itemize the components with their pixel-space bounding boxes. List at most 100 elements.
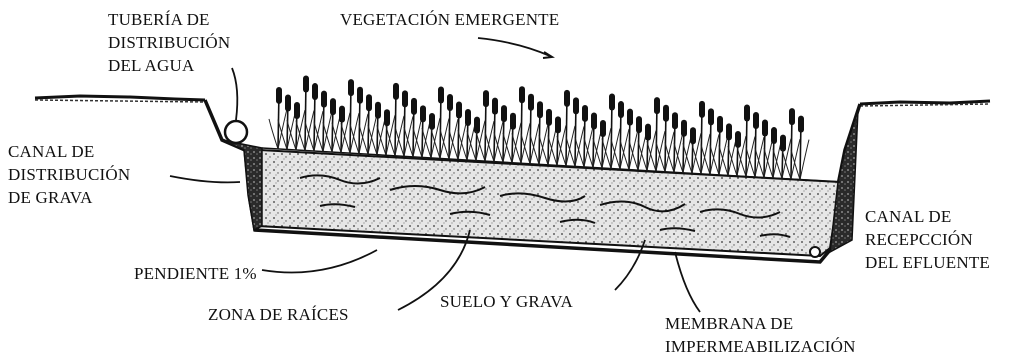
cattail-head — [546, 109, 552, 126]
slope-leader — [262, 250, 377, 273]
plant-leaf — [269, 119, 278, 149]
emergent-vegetation-label: VEGETACIÓN EMERGENTE — [340, 8, 559, 31]
cattail-head — [285, 94, 291, 111]
plant-leaf — [440, 118, 449, 158]
cattail-head — [537, 101, 543, 118]
cattail-head — [492, 98, 498, 115]
effluent-label-line-1: CANAL DE — [865, 205, 990, 228]
cattail-head — [555, 116, 561, 133]
cattail-head — [744, 104, 750, 121]
soil-gravel-label: SUELO Y GRAVA — [440, 290, 573, 313]
plant-leaf — [746, 136, 755, 176]
cattail-head — [294, 102, 300, 119]
cattail-head — [438, 86, 444, 103]
effluent-channel-label: CANAL DE RECEPCCIÓN DEL EFLUENTE — [865, 205, 990, 274]
cattail-head — [528, 94, 534, 111]
plant-leaf — [350, 113, 359, 153]
cattail-head — [762, 120, 768, 137]
ground-surface — [35, 96, 990, 106]
cattail-head — [465, 109, 471, 126]
arrowhead-icon — [543, 52, 552, 58]
cattail-head — [753, 112, 759, 129]
cattail-head — [726, 123, 732, 140]
cattail-head — [483, 90, 489, 107]
cattail-head — [420, 105, 426, 122]
cattail-head — [402, 90, 408, 107]
cattail-head — [780, 135, 786, 152]
effluent-label-line-3: DEL EFLUENTE — [865, 251, 990, 274]
cattail-head — [699, 101, 705, 118]
cattail-head — [510, 113, 516, 130]
cattail-head — [708, 108, 714, 125]
membrane-label-line-2: IMPERMEABILIZACIÓN — [665, 335, 856, 358]
cattail-head — [501, 105, 507, 122]
cattail-head — [627, 109, 633, 126]
plant-leaf — [359, 114, 368, 154]
cattail-head — [663, 105, 669, 122]
plant-leaf — [611, 129, 620, 169]
plant-leaf — [395, 116, 404, 156]
gravel-distribution-channel — [222, 140, 262, 230]
plant-leaf — [656, 131, 665, 171]
plant-leaf — [404, 116, 413, 156]
cattail-head — [798, 116, 804, 133]
cattail-head — [330, 98, 336, 115]
cattail-head — [681, 120, 687, 137]
gravel-label-line-1: CANAL DE — [8, 140, 130, 163]
cattail-head — [564, 90, 570, 107]
membrane-label-line-1: MEMBRANA DE — [665, 312, 856, 335]
cattail-head — [357, 87, 363, 104]
cattail-head — [636, 116, 642, 133]
plant-leaf — [665, 132, 674, 172]
cattail-head — [312, 83, 318, 100]
pipe-leader — [232, 68, 237, 120]
cattail-head — [276, 87, 282, 104]
cattail-head — [303, 76, 309, 93]
gravel-channel-label: CANAL DE DISTRIBUCIÓN DE GRAVA — [8, 140, 130, 209]
vegetation-leader — [478, 38, 550, 56]
membrane-leader — [675, 252, 700, 312]
plant-leaf — [710, 134, 719, 174]
cattail-head — [573, 97, 579, 114]
cattail-head — [609, 94, 615, 111]
cattail-head — [411, 98, 417, 115]
gravel-label-line-2: DISTRIBUCIÓN — [8, 163, 130, 186]
gravel-label-line-3: DE GRAVA — [8, 186, 130, 209]
cattail-head — [717, 116, 723, 133]
plant-leaf — [701, 134, 710, 174]
plant-leaf — [566, 126, 575, 166]
plant-leaf — [620, 129, 629, 169]
plant-leaf — [521, 123, 530, 163]
plant-leaf — [530, 124, 539, 164]
cattail-head — [672, 112, 678, 129]
cattail-head — [375, 102, 381, 119]
cattail-head — [393, 83, 399, 100]
gravel-channel-leader — [170, 176, 240, 182]
cattail-head — [519, 86, 525, 103]
pipe-label-line-3: DEL AGUA — [108, 54, 230, 77]
plant-leaf — [575, 126, 584, 166]
cattail-head — [474, 117, 480, 134]
root-zone-label: ZONA DE RAÍCES — [208, 303, 349, 326]
distribution-pipe-icon — [225, 121, 247, 143]
cattail-head — [690, 127, 696, 144]
plant-leaf — [485, 121, 494, 161]
distribution-pipe-label: TUBERÍA DE DISTRIBUCIÓN DEL AGUA — [108, 8, 230, 77]
plant-leaf — [314, 111, 323, 151]
cattail-head — [735, 131, 741, 148]
cattail-head — [339, 106, 345, 123]
pipe-label-line-2: DISTRIBUCIÓN — [108, 31, 230, 54]
cattail-head — [654, 97, 660, 114]
plant-leaf — [791, 139, 800, 179]
slope-label: PENDIENTE 1% — [134, 262, 257, 285]
effluent-label-line-2: RECEPCCIÓN — [865, 228, 990, 251]
membrane-label: MEMBRANA DE IMPERMEABILIZACIÓN — [665, 312, 856, 358]
cattail-head — [384, 109, 390, 126]
cattail-head — [348, 79, 354, 96]
soil-gravel-leader — [615, 240, 645, 290]
cattail-head — [582, 105, 588, 122]
pipe-label-line-1: TUBERÍA DE — [108, 8, 230, 31]
cattail-head — [600, 120, 606, 137]
cattail-head — [366, 94, 372, 111]
